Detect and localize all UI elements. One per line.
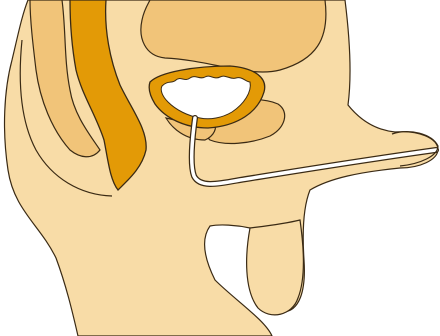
scrotum [247,220,304,315]
